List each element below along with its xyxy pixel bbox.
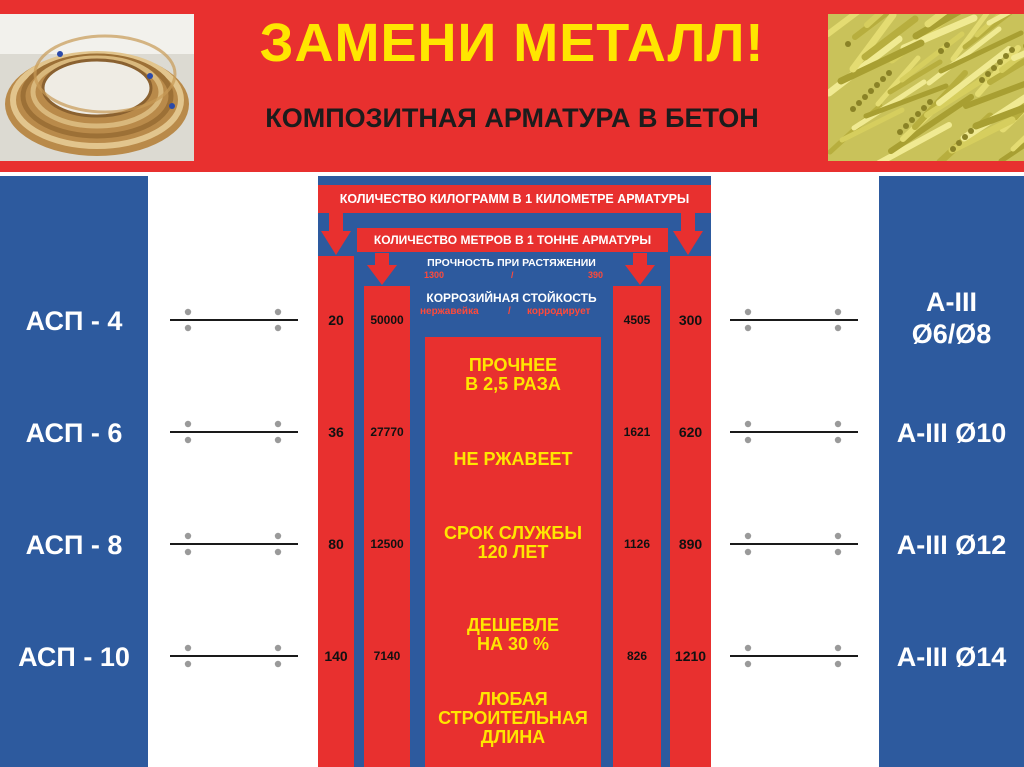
feature-1-line-1: ПРОЧНЕЕ [468, 355, 558, 375]
column-composite-m-ton [364, 286, 410, 767]
metal-label-1: А-III Ø6/Ø8 [879, 286, 1024, 350]
value-composite-m-ton-1: 50000 [370, 312, 404, 327]
corrosion-label: КОРРОЗИЙНАЯ СТОЙКОСТЬ [426, 291, 597, 305]
right-blue-panel [879, 176, 1024, 767]
value-composite-kg-km-3: 80 [328, 535, 344, 552]
header-m-per-ton: КОЛИЧЕСТВО МЕТРОВ В 1 ТОННЕ АРМАТУРЫ [357, 228, 668, 252]
value-composite-kg-km-2: 36 [328, 423, 344, 440]
metal-label-2: А-III Ø10 [896, 418, 1007, 448]
feature-3-line-1: СРОК СЛУЖБЫ [444, 523, 582, 543]
value-metal-kg-km-2: 620 [678, 423, 703, 440]
column-metal-kg-km [670, 256, 711, 767]
photo-rebar-coils [0, 14, 194, 161]
metal-rebar-icon [730, 308, 858, 332]
metal-label-3: А-III Ø12 [896, 530, 1007, 560]
value-composite-m-ton-2: 27770 [370, 424, 404, 439]
value-metal-m-ton-3: 1126 [623, 536, 651, 551]
value-metal-kg-km-3: 890 [678, 535, 703, 552]
subtitle: КОМПОЗИТНАЯ АРМАТУРА В БЕТОН [265, 103, 759, 133]
feature-4-line-1: ДЕШЕВЛЕ [466, 615, 560, 635]
photo-rebar-bundle [828, 14, 1024, 161]
metal-label-1-line-2: Ø6/Ø8 [911, 319, 992, 349]
right-white-strip [711, 176, 879, 767]
feature-3-line-2: 120 ЛЕТ [477, 542, 549, 562]
value-composite-kg-km-1: 20 [328, 311, 344, 328]
value-composite-m-ton-3: 12500 [370, 536, 404, 551]
feature-5-line-1: ЛЮБАЯ [478, 689, 548, 709]
composite-rebar-icon [170, 420, 298, 444]
value-metal-m-ton-4: 826 [626, 648, 648, 663]
main-title: ЗАМЕНИ МЕТАЛЛ! [259, 13, 765, 73]
corrosion-metal-value: корродирует [527, 306, 591, 317]
tensile-composite-value: 1300 [424, 270, 445, 280]
feature-4-line-2: НА 30 % [476, 634, 550, 654]
value-metal-m-ton-2: 1621 [623, 424, 651, 439]
value-metal-kg-km-1: 300 [678, 311, 703, 328]
value-metal-m-ton-1: 4505 [623, 312, 651, 327]
metal-rebar-icon [730, 532, 858, 556]
left-white-strip [148, 176, 318, 767]
feature-5-line-2: СТРОИТЕЛЬНАЯ [438, 708, 588, 728]
tensile-metal-value: 390 [588, 270, 604, 280]
metal-label-1-line-1: А-III [926, 287, 977, 317]
feature-2: НЕ РЖАВЕЕТ [425, 450, 601, 469]
composite-label-3: АСП - 8 [25, 530, 123, 560]
metal-label-4: А-III Ø14 [896, 642, 1007, 672]
metal-rebar-icon [730, 420, 858, 444]
header-kg-per-km: КОЛИЧЕСТВО КИЛОГРАММ В 1 КИЛОМЕТРЕ АРМАТ… [318, 185, 711, 213]
value-metal-kg-km-4: 1210 [674, 647, 707, 664]
feature-1-line-2: В 2,5 РАЗА [465, 374, 561, 394]
composite-rebar-icon [170, 644, 298, 668]
feature-5-line-3: ДЛИНА [480, 727, 546, 747]
left-blue-panel [0, 176, 148, 767]
column-metal-m-ton [613, 286, 661, 767]
arrows [321, 213, 703, 285]
value-composite-m-ton-4: 7140 [373, 648, 401, 663]
value-composite-kg-km-4: 140 [324, 647, 348, 664]
composite-label-1: АСП - 4 [25, 306, 123, 336]
composite-label-4: АСП - 10 [18, 642, 130, 672]
corrosion-composite-value: нержавейка [420, 306, 479, 317]
features-panel [425, 337, 601, 767]
tensile-separator: / [511, 270, 514, 280]
composite-label-2: АСП - 6 [25, 418, 123, 448]
corrosion-separator: / [508, 306, 511, 317]
metal-rebar-icon [730, 644, 858, 668]
feature-2-line-1: НЕ РЖАВЕЕТ [453, 449, 573, 469]
tensile-strength-label: ПРОЧНОСТЬ ПРИ РАСТЯЖЕНИИ [427, 257, 596, 269]
composite-rebar-icon [170, 308, 298, 332]
column-composite-kg-km [318, 256, 354, 767]
composite-rebar-icon [170, 532, 298, 556]
